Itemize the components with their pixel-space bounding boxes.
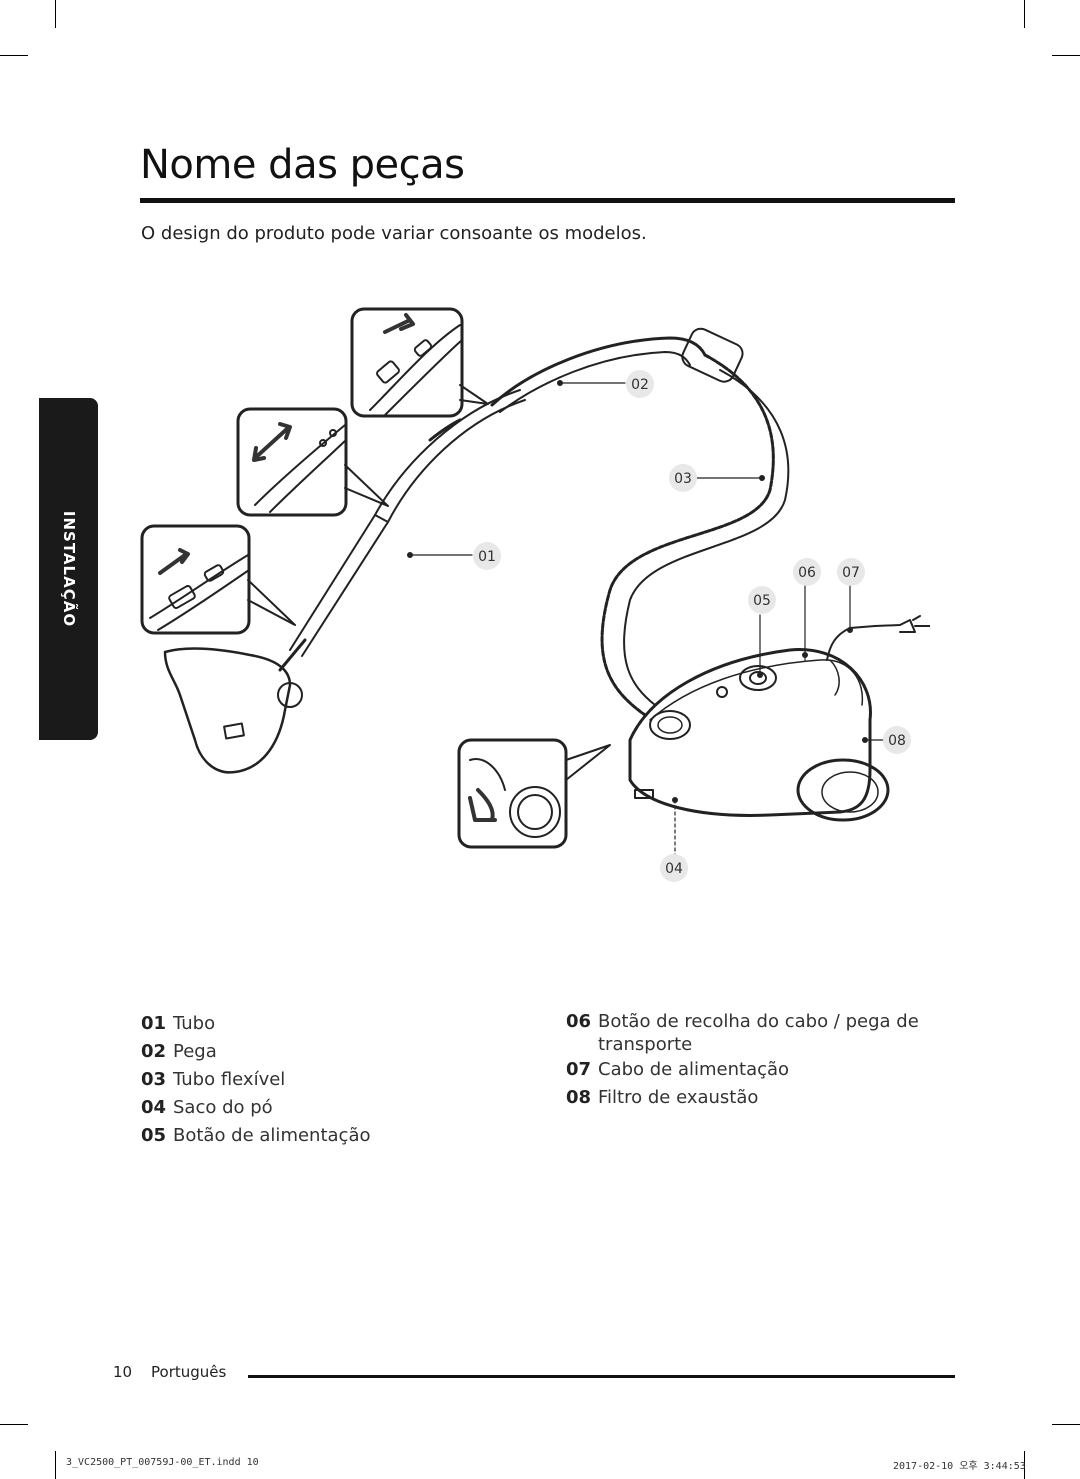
- crop-mark: [55, 0, 56, 28]
- svg-text:05: 05: [753, 593, 771, 609]
- list-item: transporte: [598, 1034, 693, 1055]
- crop-mark: [1052, 55, 1080, 56]
- crop-mark: [0, 1424, 28, 1425]
- callout-bubble-05: 05: [748, 586, 776, 614]
- page-number: 10: [113, 1363, 133, 1381]
- section-tab: INSTALAÇÃO: [39, 398, 98, 740]
- svg-text:06: 06: [798, 565, 816, 581]
- section-tab-label: INSTALAÇÃO: [59, 510, 78, 628]
- callout-bubble-08: 08: [883, 726, 911, 754]
- crop-mark: [55, 1451, 56, 1479]
- inset-tube-zoom: [236, 407, 389, 517]
- vacuum-body: [628, 648, 890, 822]
- crop-mark: [1024, 0, 1025, 28]
- page-subtitle: O design do produto pode variar consoant…: [141, 223, 647, 244]
- svg-text:03: 03: [674, 471, 692, 487]
- print-slug-file: 3_VC2500_PT_00759J-00_ET.indd 10: [66, 1457, 259, 1468]
- callout-bubble-03: 03: [669, 464, 697, 492]
- callout-bubble-01: 01: [473, 542, 501, 570]
- power-cord: [826, 615, 930, 696]
- flexible-hose: [600, 327, 790, 717]
- callout-bubble-04: 04: [660, 854, 688, 882]
- svg-text:01: 01: [478, 549, 496, 565]
- callout-bubble-06: 06: [793, 558, 821, 586]
- floor-nozzle: [163, 638, 307, 774]
- callout-leaders: [409, 382, 886, 856]
- print-slug-date: 2017-02-10 오후 3:44:53: [893, 1461, 1026, 1472]
- page-title: Nome das peças: [140, 142, 465, 188]
- handle: [490, 336, 707, 413]
- svg-text:02: 02: [631, 377, 649, 393]
- inset-hose-connection-zoom: [457, 738, 611, 849]
- crop-mark: [1024, 1451, 1025, 1479]
- svg-text:07: 07: [842, 565, 860, 581]
- footer-rule: [248, 1375, 955, 1378]
- inset-handle-zoom: [350, 307, 489, 418]
- svg-text:08: 08: [888, 733, 906, 749]
- crop-mark: [0, 55, 28, 56]
- vacuum-diagram: 02 03 01 06 07 05 08 04: [140, 307, 930, 882]
- callout-bubble-07: 07: [837, 558, 865, 586]
- page-language: Português: [151, 1363, 227, 1381]
- crop-mark: [1052, 1424, 1080, 1425]
- inset-nozzle-zoom: [140, 524, 296, 635]
- callout-bubble-02: 02: [626, 370, 654, 398]
- callout-dots: [407, 380, 868, 803]
- svg-text:04: 04: [665, 861, 683, 877]
- title-rule: [140, 198, 955, 203]
- tube: [289, 389, 526, 657]
